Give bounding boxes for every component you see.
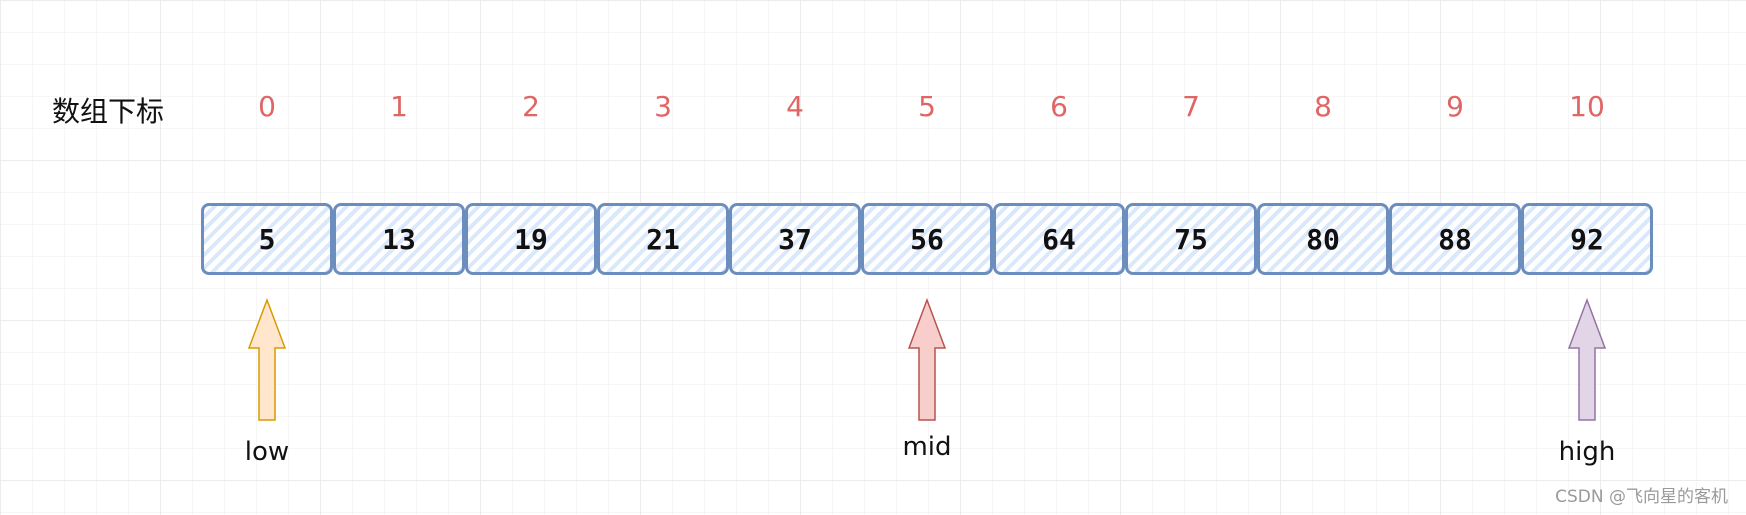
index-label: 4 [786, 90, 804, 123]
index-label: 7 [1182, 90, 1200, 123]
array-cell: 56 [861, 203, 993, 275]
index-label: 6 [1050, 90, 1068, 123]
array-cell: 92 [1521, 203, 1653, 275]
pointer-label-low: low [244, 437, 290, 467]
array-cell: 19 [465, 203, 597, 275]
index-label: 10 [1569, 90, 1605, 123]
index-label: 8 [1314, 90, 1332, 123]
array-cell: 13 [333, 203, 465, 275]
array-cell: 5 [201, 203, 333, 275]
up-arrow-icon [247, 297, 287, 421]
array-cell: 80 [1257, 203, 1389, 275]
array-cell: 88 [1389, 203, 1521, 275]
up-arrow-icon [907, 297, 947, 421]
watermark: CSDN @飞向星的客机 [1555, 487, 1728, 507]
index-label: 2 [522, 90, 540, 123]
pointer-label-high: high [1558, 437, 1616, 467]
up-arrow-icon [1567, 297, 1607, 421]
index-label: 1 [390, 90, 408, 123]
array-cell: 37 [729, 203, 861, 275]
row-label: 数组下标 [52, 95, 165, 128]
array-cell: 21 [597, 203, 729, 275]
index-label: 9 [1446, 90, 1464, 123]
pointer-label-mid: mid [902, 432, 952, 462]
array-cell: 75 [1125, 203, 1257, 275]
index-label: 3 [654, 90, 672, 123]
array-cell: 64 [993, 203, 1125, 275]
index-label: 5 [918, 90, 936, 123]
index-label: 0 [258, 90, 276, 123]
